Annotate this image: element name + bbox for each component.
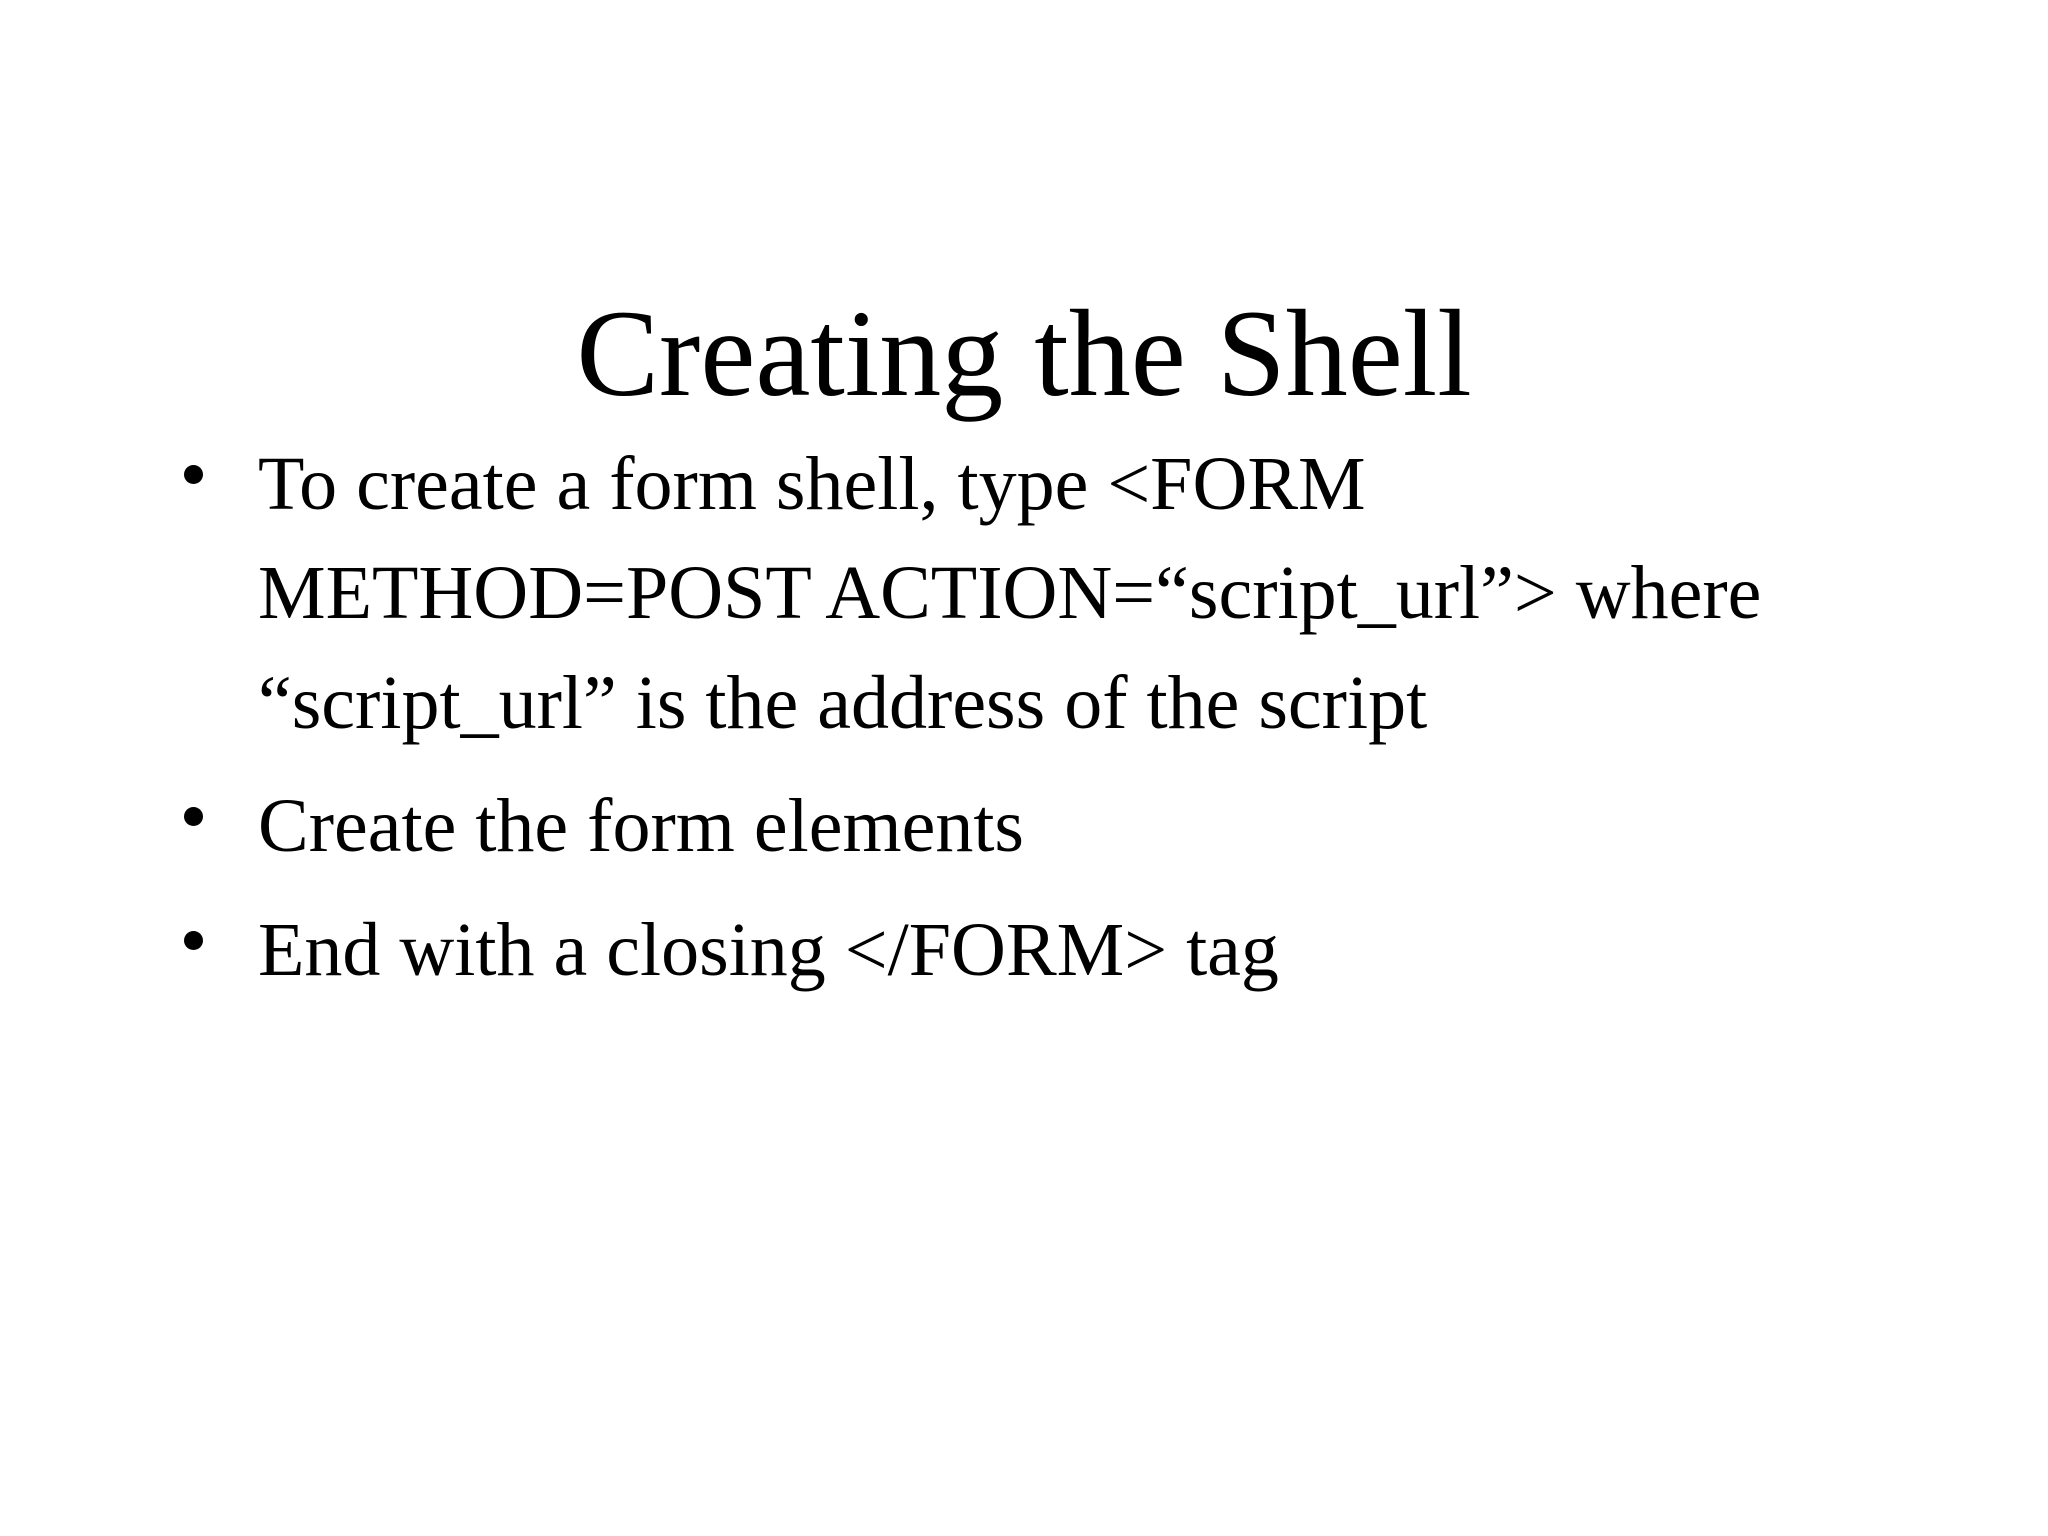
round-bullet-icon: [184, 807, 203, 827]
list-item: End with a closing </FORM> tag: [170, 896, 1870, 1005]
round-bullet-icon: [184, 930, 203, 950]
page-title: Creating the Shell: [576, 285, 1472, 423]
round-bullet-icon: [184, 464, 203, 484]
list-item: Create the form elements: [170, 772, 1870, 881]
list-item-label: Create the form elements: [258, 784, 1025, 869]
list-item: To create a form shell, type <FORM METHO…: [170, 430, 1870, 758]
list-item-label: End with a closing </FORM> tag: [258, 907, 1279, 992]
bullet-list: To create a form shell, type <FORM METHO…: [170, 430, 1870, 1005]
list-item-label: To create a form shell, type <FORM METHO…: [258, 442, 1762, 745]
